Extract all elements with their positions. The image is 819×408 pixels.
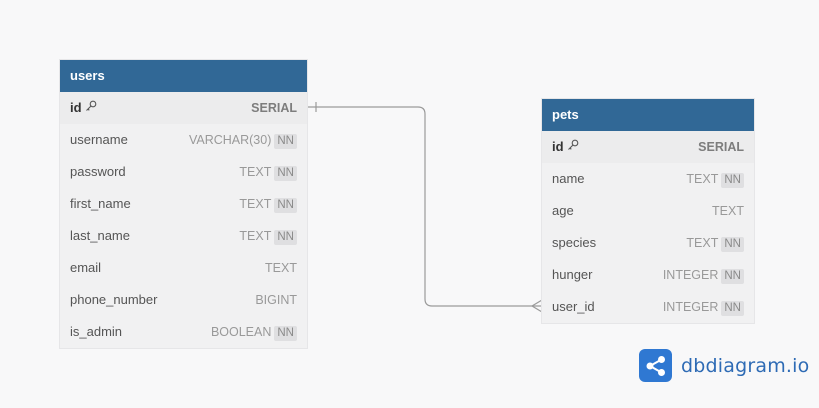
column-type-text: TEXT xyxy=(686,172,719,186)
column-name-text: first_name xyxy=(70,196,131,211)
column-row-id[interactable]: id SERIAL xyxy=(60,92,307,124)
column-name: first_name xyxy=(70,188,131,220)
column-name: user_id xyxy=(552,291,595,323)
column-name-text: user_id xyxy=(552,299,595,314)
column-name: email xyxy=(70,252,101,284)
column-name: hunger xyxy=(552,259,592,291)
key-icon xyxy=(567,131,579,163)
column-type-text: TEXT xyxy=(265,261,297,275)
key-icon xyxy=(85,92,97,124)
not-null-badge: NN xyxy=(274,166,297,181)
column-row-email[interactable]: email TEXT xyxy=(60,252,307,284)
column-type-text: TEXT xyxy=(686,236,719,250)
share-icon xyxy=(639,349,672,382)
many-cardinality-marker xyxy=(530,299,543,313)
column-type: SERIAL xyxy=(251,92,297,124)
not-null-badge: NN xyxy=(274,230,297,245)
table-header-users[interactable]: users xyxy=(60,60,307,92)
column-type: BIGINT xyxy=(255,284,297,316)
column-row-username[interactable]: username VARCHAR(30)NN xyxy=(60,124,307,156)
column-name-text: email xyxy=(70,260,102,275)
column-name-text: age xyxy=(552,203,574,218)
column-name-text: hunger xyxy=(552,267,593,282)
column-type-text: SERIAL xyxy=(251,101,297,115)
column-name-text: phone_number xyxy=(70,292,158,307)
column-row-age[interactable]: age TEXT xyxy=(542,195,754,227)
column-name: name xyxy=(552,163,585,195)
column-name: age xyxy=(552,195,574,227)
column-type: VARCHAR(30)NN xyxy=(189,124,297,156)
column-type: TEXT xyxy=(265,252,297,284)
column-type-text: SERIAL xyxy=(698,140,744,154)
not-null-badge: NN xyxy=(274,326,297,341)
not-null-badge: NN xyxy=(721,173,744,188)
column-name: phone_number xyxy=(70,284,157,316)
column-type: SERIAL xyxy=(698,131,744,163)
column-type-text: BIGINT xyxy=(255,293,297,307)
column-name-text: species xyxy=(552,235,597,250)
table-header-pets[interactable]: pets xyxy=(542,99,754,131)
column-name-text: id xyxy=(70,100,82,115)
column-type-text: TEXT xyxy=(239,229,272,243)
column-name: last_name xyxy=(70,220,130,252)
not-null-badge: NN xyxy=(274,198,297,213)
not-null-badge: NN xyxy=(274,134,297,149)
column-name-text: is_admin xyxy=(70,324,123,339)
not-null-badge: NN xyxy=(721,237,744,252)
not-null-badge: NN xyxy=(721,301,744,316)
column-row-id[interactable]: id SERIAL xyxy=(542,131,754,163)
column-type-text: BOOLEAN xyxy=(210,325,272,339)
column-name-text: username xyxy=(70,132,128,147)
column-name-text: last_name xyxy=(70,228,130,243)
brand-logo-block[interactable]: dbdiagram.io xyxy=(639,349,809,382)
column-name: username xyxy=(70,124,128,156)
brand-name: dbdiagram.io xyxy=(681,354,810,377)
column-type-text: INTEGER xyxy=(662,268,719,282)
column-type-text: TEXT xyxy=(712,204,744,218)
column-row-phone-number[interactable]: phone_number BIGINT xyxy=(60,284,307,316)
column-name: password xyxy=(70,156,126,188)
not-null-badge: NN xyxy=(721,269,744,284)
column-name-text: password xyxy=(70,164,126,179)
column-type-text: VARCHAR(30) xyxy=(188,133,272,147)
column-name: species xyxy=(552,227,596,259)
column-name: is_admin xyxy=(70,316,122,348)
column-type: TEXT xyxy=(712,195,744,227)
column-name: id xyxy=(70,92,97,124)
column-name: id xyxy=(552,131,579,163)
column-type-text: INTEGER xyxy=(662,300,719,314)
relationship-line xyxy=(307,106,542,307)
column-name-text: id xyxy=(552,139,564,154)
column-type-text: TEXT xyxy=(239,165,272,179)
column-name-text: name xyxy=(552,171,585,186)
column-type-text: TEXT xyxy=(239,197,272,211)
